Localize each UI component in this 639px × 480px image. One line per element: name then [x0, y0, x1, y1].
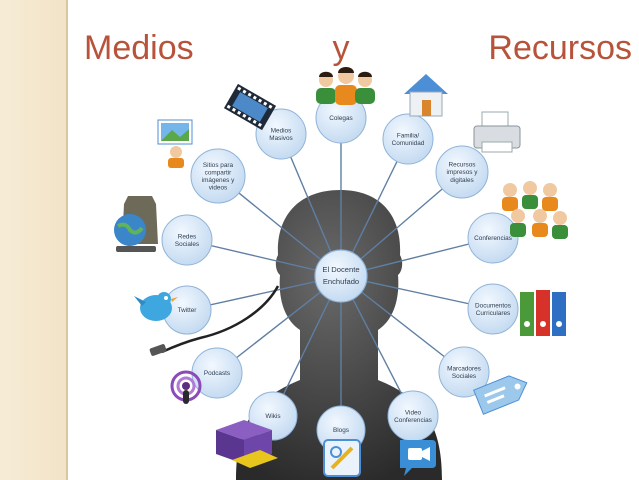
node-label-twitter-0: Twitter [178, 307, 198, 314]
node-label-familia-comunidad-1: Comunidad [392, 140, 425, 147]
node-label-medios-masivos-1: Masivos [269, 135, 292, 142]
printer-icon [473, 111, 521, 153]
page-title: Medios y Recursos [84, 26, 632, 70]
center-label-line-2: Enchufado [323, 277, 359, 286]
node-familia-comunidad: Familia/Comunidad [382, 113, 434, 165]
wiki-cube-icon [216, 420, 278, 468]
photo-share-icon [157, 119, 193, 168]
node-label-sitios-compartir-3: videos [209, 185, 227, 192]
node-label-video-conferencias-1: Conferencias [394, 417, 432, 424]
node-label-recursos-impresos-1: impresos y [447, 169, 479, 176]
node-label-wikis-0: Wikis [265, 413, 280, 420]
node-label-colegas-0: Colegas [329, 115, 352, 122]
node-circle-redes-sociales [161, 214, 213, 266]
node-label-marcadores-sociales-0: Marcadores [447, 365, 481, 372]
film-strip-icon [223, 83, 277, 131]
house-icon [404, 74, 448, 117]
center-node: El Docente Enchufado [314, 249, 368, 303]
node-circle-conferencias [467, 212, 519, 264]
binders-icon [520, 290, 566, 336]
node-label-familia-comunidad-0: Familia/ [397, 132, 420, 139]
audience-icon [502, 181, 568, 239]
node-label-documentos-curriculares-0: Documentos [475, 302, 511, 309]
node-circle-familia-comunidad [382, 113, 434, 165]
podcast-icon [170, 370, 202, 404]
node-label-medios-masivos-0: Medios [271, 127, 292, 134]
title-word-recursos: Recursos [488, 28, 632, 67]
twitter-bird-icon [134, 292, 178, 321]
node-circle-sitios-compartir [190, 148, 246, 204]
node-circle-recursos-impresos [435, 145, 489, 199]
node-label-recursos-impresos-0: Recursos [449, 162, 476, 169]
node-label-marcadores-sociales-1: Sociales [452, 373, 476, 380]
tag-icon [473, 375, 528, 415]
title-word-y: y [332, 28, 350, 67]
globe-network-icon [114, 196, 158, 252]
decorative-side-band [0, 0, 68, 480]
node-label-conferencias-0: Conferencias [474, 235, 512, 242]
band-stripe [66, 0, 68, 480]
node-label-sitios-compartir-0: Sitios para [203, 162, 234, 169]
node-label-redes-sociales-1: Sociales [175, 241, 199, 248]
node-circle-marcadores-sociales [438, 346, 490, 398]
colleagues-icon [316, 67, 375, 105]
node-label-sitios-compartir-2: imágenes y [202, 177, 235, 184]
node-label-recursos-impresos-2: digitales [450, 177, 473, 184]
node-label-podcasts-0: Podcasts [204, 370, 230, 377]
blog-icon [323, 439, 361, 477]
audio-cable [149, 285, 280, 356]
node-circle-medios-masivos [255, 108, 307, 160]
node-label-redes-sociales-0: Redes [178, 233, 196, 240]
node-label-video-conferencias-0: Video [405, 409, 422, 416]
video-chat-icon [400, 440, 436, 476]
node-conferencias: Conferencias [467, 212, 519, 264]
node-circle-documentos-curriculares [467, 283, 519, 335]
center-label-line-1: El Docente [322, 265, 359, 274]
node-label-sitios-compartir-1: compartir [205, 169, 233, 176]
title-word-medios: Medios [84, 28, 194, 67]
node-label-documentos-curriculares-1: Curriculares [476, 310, 510, 317]
node-label-blogs-0: Blogs [333, 427, 349, 434]
